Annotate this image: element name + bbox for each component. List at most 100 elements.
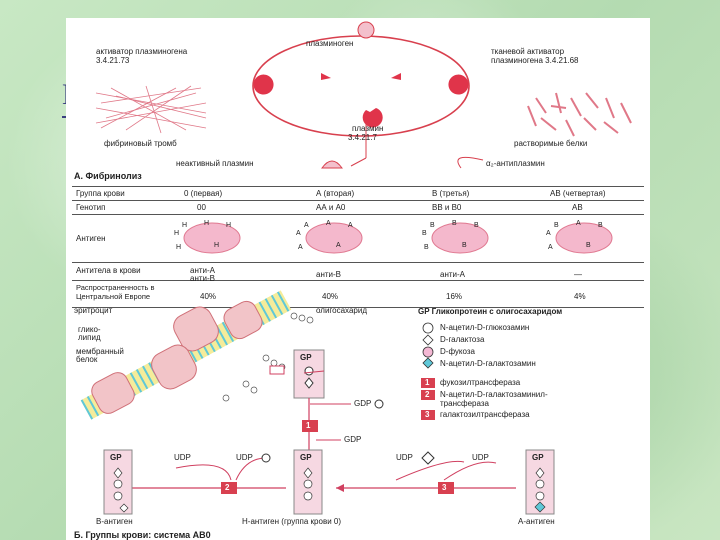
activator-right-line1: тканевой активатор <box>491 47 565 56</box>
antigen-letter: В <box>424 244 429 251</box>
group-ab-prevalence: 4% <box>574 292 586 301</box>
oligosaccharide-label: олигосахарид <box>316 306 367 315</box>
group-b-label: В (третья) <box>432 189 470 198</box>
antigen-letter: В <box>422 230 427 237</box>
group-0-antibody-1: анти-А <box>190 266 215 275</box>
membrane-protein-1 <box>173 306 219 352</box>
erythrocyte-group-0 <box>183 222 241 254</box>
udp-label-left-1: UDP <box>174 453 191 462</box>
group-0-label: 0 (первая) <box>184 189 223 198</box>
plasminogen-molecule <box>357 21 375 39</box>
fibrin-clot-label: фибриновый тромб <box>104 139 177 148</box>
gp-label-top: GP <box>300 353 312 362</box>
erythrocyte-group-ab <box>555 222 613 254</box>
erythrocyte-group-b <box>431 222 489 254</box>
gdp-label-top: GDP <box>354 399 372 408</box>
legend-circle-white-icon <box>422 322 434 334</box>
group-b-antibody: анти-А <box>440 270 465 279</box>
group-b-prevalence: 16% <box>446 292 463 301</box>
group-0-prevalence: 40% <box>200 292 217 301</box>
antiplasmin-label: α₂-антиплазмин <box>486 159 545 168</box>
antigen-letter: В <box>430 222 435 229</box>
group-a-prevalence: 40% <box>322 292 339 301</box>
group-0-genotype: 00 <box>197 203 206 212</box>
membrane-protein-label-1: мембранный <box>76 347 124 356</box>
plasmin-ec: 3.4.21.7 <box>348 133 377 142</box>
a-antigen-label: А-антиген <box>518 517 555 526</box>
group-ab-antibody: — <box>574 270 582 279</box>
group-a-label: А (вторая) <box>316 189 355 198</box>
antigen-letter: А <box>296 230 301 237</box>
b-antigen-label: В-антиген <box>96 517 133 526</box>
glycolipid-label-1: глико- <box>78 325 101 334</box>
row-label-group: Группа крови <box>76 189 125 198</box>
gp-label-h: GP <box>300 453 312 462</box>
abo-section-title: Б. Группы крови: система АВ0 <box>74 530 211 540</box>
legend-shapes <box>422 322 434 369</box>
enzyme-2-label-2: трансфераза <box>440 399 489 408</box>
enzyme-2-center: 2 <box>225 483 230 492</box>
enzyme-3-marker <box>438 482 454 494</box>
activator-right-line2: плазминогена 3.4.21.68 <box>491 56 579 65</box>
antigen-cells <box>183 222 613 254</box>
group-ab-genotype: АВ <box>572 203 583 212</box>
fibrin-clot-illustration <box>95 85 207 134</box>
antigen-letter: А <box>336 242 341 249</box>
row-label-antibodies: Антитела в крови <box>76 266 141 275</box>
plasmin-label: плазмин <box>352 124 384 133</box>
antigen-letter: В <box>586 242 591 249</box>
soluble-proteins-illustration <box>527 92 632 137</box>
membrane-protein-3 <box>151 344 197 390</box>
gp-label-b: GP <box>110 453 122 462</box>
group-b-genotype: ВВ и В0 <box>432 203 462 212</box>
group-a-antibody: анти-В <box>316 270 341 279</box>
plasmin-icon <box>362 108 383 128</box>
antigen-letter: Н <box>214 242 220 249</box>
soluble-proteins-label: растворимые белки <box>514 139 588 148</box>
legend-item-2: D-галактоза <box>440 335 485 344</box>
textbook-figure: плазминоген активатор плазминогена 3.4.2… <box>66 18 650 540</box>
row-label-prevalence: Распространенность в Центральной Европе <box>76 283 155 301</box>
table-row <box>72 200 644 201</box>
enzyme-3-center: 3 <box>442 483 447 492</box>
udp-label-right-2: UDP <box>472 453 489 462</box>
enzyme-1-marker <box>302 420 318 432</box>
antigen-letter: Н <box>204 220 210 227</box>
enzyme-2-label-1: N-ацетил-D-галактозаминил- <box>440 390 548 399</box>
antigen-letter: В <box>598 222 603 229</box>
inactive-plasmin-label: неактивный плазмин <box>176 159 254 168</box>
blood-group-table: Группа крови Генотип Антиген Антитела в … <box>72 186 644 308</box>
table-row <box>72 262 644 263</box>
group-ab-label: АВ (четвертая) <box>550 189 606 198</box>
antigen-letter: А <box>546 230 551 237</box>
antigen-letter: Н <box>226 222 232 229</box>
antigen-letter: А <box>304 222 309 229</box>
membrane-protein-label-2: белок <box>76 355 98 364</box>
legend-item-1: N-ацетил-D-глюкозамин <box>440 323 530 332</box>
enzyme-1-label: фукозилтрансфераза <box>440 378 521 387</box>
row-label-antigen: Антиген <box>76 234 106 243</box>
table-row <box>72 186 644 187</box>
group-0-antibody-2: анти-В <box>190 274 215 283</box>
legend-diamond-cyan-icon <box>422 357 434 369</box>
legend-circle-pink-icon <box>422 346 434 358</box>
table-row <box>72 214 644 215</box>
antigen-letter: В <box>452 220 457 227</box>
legend-item-3: D-фукоза <box>440 347 475 356</box>
membrane-protein-2 <box>223 300 263 340</box>
gp-label-a: GP <box>532 453 544 462</box>
activator-left-line1: активатор плазминогена <box>96 47 188 56</box>
antigen-letter: В <box>554 222 559 229</box>
group-a-genotype: АА и А0 <box>316 203 346 212</box>
antigen-letter: Н <box>174 230 180 237</box>
fibrinolysis-section-title: А. Фибринолиз <box>74 171 142 181</box>
enzyme-2-marker <box>221 482 237 494</box>
enzyme-1-num: 1 <box>425 378 430 387</box>
legend-item-4: N-ацетил-D-галактозамин <box>440 359 536 368</box>
abo-system-diagram <box>80 290 555 515</box>
antigen-letter: А <box>576 220 581 227</box>
plasminogen-label: плазминоген <box>306 39 354 48</box>
antigen-letter: А <box>348 222 353 229</box>
antigen-letter: Н <box>176 244 182 251</box>
activator-left-line2: 3.4.21.73 <box>96 56 130 65</box>
